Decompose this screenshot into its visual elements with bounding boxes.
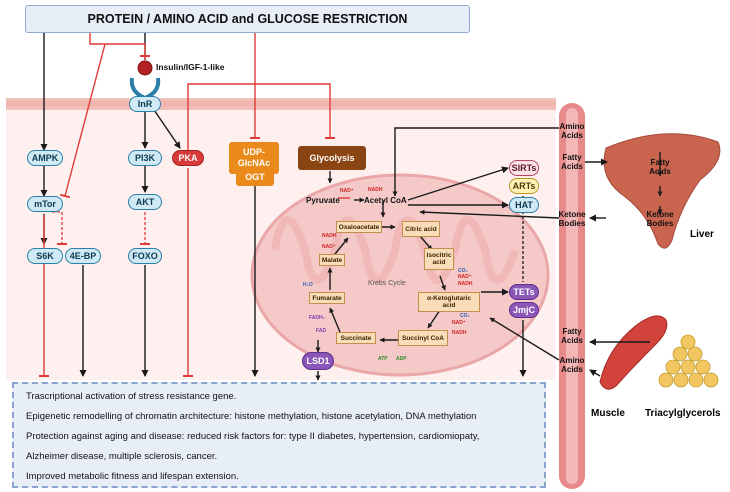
h2o-label: H₂O <box>303 282 313 288</box>
amino-acids-top-line2: Acids <box>561 131 583 140</box>
krebs-cycle-label: Krebs Cycle <box>368 280 406 287</box>
outcome-line-5: Improved metabolic fitness and lifespan … <box>26 471 239 482</box>
blood-vessel <box>559 103 585 489</box>
amino-acids-top-label: Amino Acids <box>556 122 588 140</box>
muscle-label: Muscle <box>591 408 625 419</box>
co2-label-2: CO₂ <box>460 313 470 319</box>
nad-akg-label: NAD⁺ <box>452 320 466 326</box>
isocitric-line1: Isocitric <box>426 252 452 259</box>
triacylglycerols-label: Triacylglycerols <box>645 408 721 419</box>
nadh-akg-label: NADH <box>452 330 467 336</box>
akg-line2: acid <box>442 302 456 309</box>
liver-fatty-acids-label: Fatty Acids <box>644 158 676 176</box>
nadh-malate-label: NADH <box>322 233 337 239</box>
nad-malate-label: NAD⁺ <box>322 244 336 250</box>
amino-acids-bottom-label: Amino Acids <box>556 356 588 374</box>
mitochondrion <box>250 173 550 377</box>
fatty-acids-top-line2: Acids <box>561 162 583 171</box>
ketone-vessel-line2: Bodies <box>558 219 586 228</box>
fatty-acids-top-label: Fatty Acids <box>556 153 588 171</box>
foxo-node: FOXO <box>128 248 162 264</box>
fatty-acids-top-line1: Fatty <box>562 153 582 162</box>
acetyl-coa-label: Acetyl CoA <box>364 196 407 205</box>
fadh2-label: FADH₂ <box>309 315 325 321</box>
hat-node: HAT <box>509 197 539 213</box>
liver-fatty-line1: Fatty <box>650 158 670 167</box>
outcome-line-3: Protection against aging and disease: re… <box>26 431 480 442</box>
liver-ketone-line1: Ketone <box>646 210 674 219</box>
ogt-node: OGT <box>236 168 274 186</box>
triacylglycerols-icon <box>658 334 719 388</box>
mtor-node: mTor <box>27 196 63 212</box>
udp-glcnac-line2: GlcNAc <box>237 158 271 168</box>
citric-acid-node: Citric acid <box>402 221 440 237</box>
fumarate-node: Fumarate <box>309 292 345 304</box>
amino-acids-top-line1: Amino <box>559 122 585 131</box>
arts-node: ARTs <box>509 178 539 194</box>
outcomes-box: Trascriptional activation of stress resi… <box>12 382 546 488</box>
adp-label: ADP <box>396 356 407 362</box>
ligand-label: Insulin/IGF-1-like <box>156 62 225 72</box>
liver-ketone-line2: Bodies <box>646 219 674 228</box>
liver-ketone-bodies-label: Ketone Bodies <box>642 210 678 228</box>
jmjc-node: JmjC <box>509 302 539 318</box>
dashed-connectors <box>52 196 524 282</box>
ampk-node: AMPK <box>27 150 63 166</box>
outcome-line-1: Trascriptional activation of stress resi… <box>26 391 237 402</box>
alpha-ketoglutaric-acid-node: α-Ketoglutaric acid <box>418 292 480 312</box>
isocitric-line2: acid <box>432 259 446 266</box>
amino-acids-bottom-line1: Amino <box>559 356 585 365</box>
4e-bp-node: 4E-BP <box>65 248 101 264</box>
udp-glcnac-line1: UDP- <box>243 147 265 157</box>
fad-label: FAD <box>316 328 326 334</box>
malate-node: Malate <box>319 254 345 266</box>
outcome-line-2: Epigenetic remodelling of chromatin arch… <box>26 411 477 422</box>
fatty-acids-bottom-line1: Fatty <box>562 327 582 336</box>
ketone-bodies-vessel-label: Ketone Bodies <box>556 210 588 228</box>
pyruvate-label: Pyruvate <box>306 196 340 205</box>
liver-label: Liver <box>690 229 714 240</box>
muscle-icon <box>599 315 668 390</box>
title-banner: PROTEIN / AMINO ACID and GLUCOSE RESTRIC… <box>25 5 470 33</box>
insulin-receptor-icon <box>129 60 161 101</box>
succinyl-coa-node: Succinyl CoA <box>398 330 448 346</box>
sirts-node: SIRTs <box>509 160 539 176</box>
akt-node: AKT <box>128 194 162 210</box>
amino-acids-bottom-line2: Acids <box>561 365 583 374</box>
nadh-isocitric-label: NADH <box>458 281 473 287</box>
outcome-line-4: Alzheimer disease, multiple sclerosis, c… <box>26 451 218 462</box>
nadh-label: NADH <box>368 187 383 193</box>
lsd1-node: LSD1 <box>302 352 334 370</box>
pi3k-node: PI3K <box>128 150 162 166</box>
pathway-arrows <box>40 32 663 381</box>
liver-fatty-line2: Acids <box>649 167 671 176</box>
nad-isocitric-label: NAD⁺ <box>458 274 472 280</box>
pka-node: PKA <box>172 150 204 166</box>
fatty-acids-bottom-line2: Acids <box>561 336 583 345</box>
succinate-node: Succinate <box>336 332 376 344</box>
ketone-vessel-line1: Ketone <box>558 210 586 219</box>
akg-line1: α-Ketoglutaric <box>426 295 472 302</box>
oxaloacetate-node: Oxaloacetate <box>336 221 382 233</box>
fatty-acids-bottom-label: Fatty Acids <box>556 327 588 345</box>
co2-label-1: CO₂ <box>458 268 468 274</box>
isocitric-acid-node: Isocitric acid <box>424 248 454 270</box>
s6k-node: S6K <box>27 248 63 264</box>
nad-plus-label: NAD⁺ <box>340 188 354 194</box>
liver-icon <box>603 133 721 249</box>
inr-node: InR <box>129 96 161 112</box>
atp-label: ATP <box>378 356 388 362</box>
tets-node: TETs <box>509 284 539 300</box>
glycolysis-node: Glycolysis <box>298 146 366 170</box>
inhibition-lines <box>39 32 350 377</box>
